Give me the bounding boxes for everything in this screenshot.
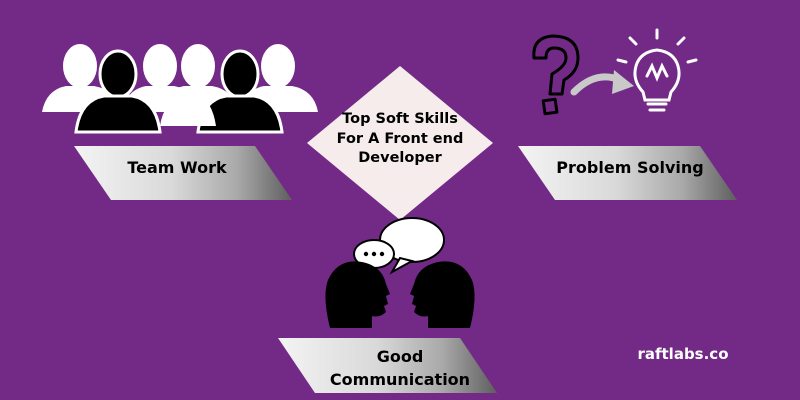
center-title-line2: For A Front end	[336, 130, 464, 147]
problem-solving-label: Problem Solving	[556, 158, 704, 177]
talking-heads-icon	[325, 217, 475, 328]
communication-label-line2: Communication	[329, 370, 471, 389]
center-title: Top Soft Skills For A Front end Develope…	[330, 110, 470, 169]
brand-watermark: raftlabs.co	[637, 345, 729, 363]
center-title-line3: Developer	[358, 150, 442, 167]
arrow-icon	[570, 70, 634, 96]
banner-team-work	[74, 146, 292, 200]
center-diamond	[307, 66, 493, 220]
banner-good-communication	[278, 338, 497, 393]
center-title-line1: Top Soft Skills	[342, 111, 458, 127]
question-mark-icon	[532, 34, 580, 116]
lightbulb-icon	[616, 28, 698, 112]
head-left-silhouette	[325, 261, 390, 328]
head-right-silhouette	[410, 261, 475, 328]
banner-problem-solving	[518, 146, 737, 200]
question-to-idea-icon	[532, 28, 698, 116]
team-work-label: Team Work	[127, 158, 227, 177]
communication-label-line1: Good	[376, 347, 424, 366]
team-people-icon	[42, 44, 318, 134]
